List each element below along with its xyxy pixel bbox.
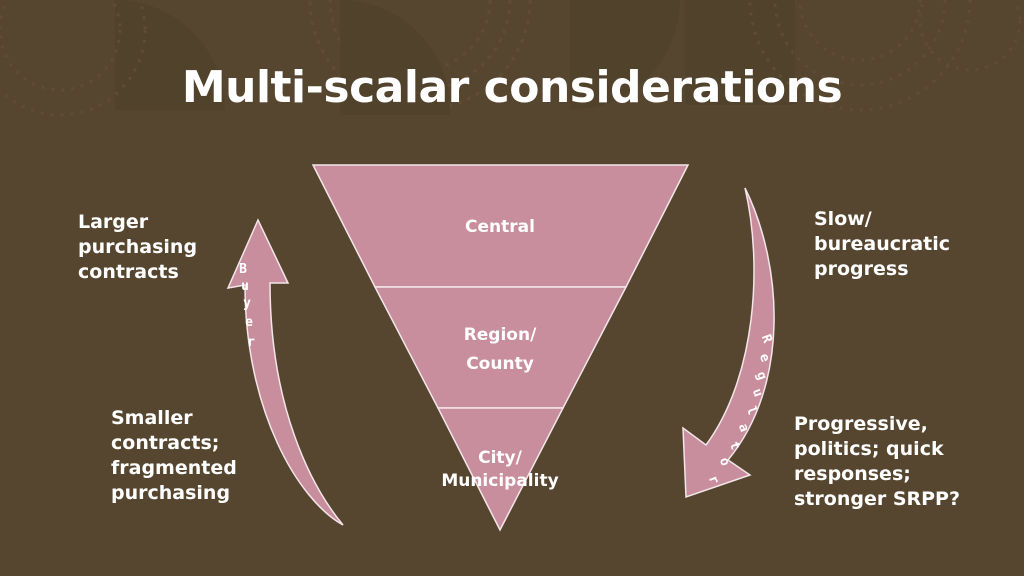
text-line: stronger SRPP?: [794, 488, 960, 510]
text-line: Progressive,: [794, 413, 928, 435]
decorative-pattern: [0, 0, 1022, 117]
funnel-level-label: City/: [478, 448, 523, 468]
larger-contracts-text: Larger purchasing contracts: [78, 210, 197, 285]
buyer-curved-arrow: [226, 218, 344, 526]
smaller-contracts-text: Smaller contracts; fragmented purchasing: [111, 406, 237, 506]
arrow-letter: y: [243, 296, 251, 311]
progressive-politics-text: Progressive, politics; quick responses; str…: [794, 412, 960, 512]
text-line: fragmented: [111, 457, 237, 479]
text-line: progress: [814, 258, 909, 280]
text-line: Larger: [78, 211, 149, 233]
text-line: contracts;: [111, 432, 220, 454]
text-line: purchasing: [78, 236, 198, 258]
text-line: responses;: [794, 463, 911, 485]
funnel-level-label: County: [466, 354, 534, 374]
slow-progress-text: Slow/bureaucratic progress: [814, 207, 950, 282]
funnel: [311, 164, 690, 532]
funnel-level-label: Central: [465, 217, 535, 237]
funnel-level-region-county: [373, 286, 628, 409]
funnel-level-label: Municipality: [441, 471, 558, 491]
arrow-letter: r: [247, 335, 255, 350]
arrow-letter: B: [239, 262, 247, 277]
text-line: bureaucratic: [814, 233, 951, 255]
text-line: Smaller: [111, 407, 193, 429]
text-line: Slow/: [814, 208, 872, 230]
arrow-letter: e: [245, 315, 253, 330]
arrow-letter: u: [241, 279, 249, 294]
page-title: Multi-scalar considerations: [181, 62, 843, 113]
funnel-level-city-municipality: [436, 407, 565, 532]
text-line: contracts: [78, 261, 179, 283]
funnel-level-label: Region/: [464, 325, 537, 345]
regulator-curved-arrow: [682, 187, 775, 499]
text-line: purchasing: [111, 482, 231, 504]
text-line: politics; quick: [794, 438, 944, 460]
